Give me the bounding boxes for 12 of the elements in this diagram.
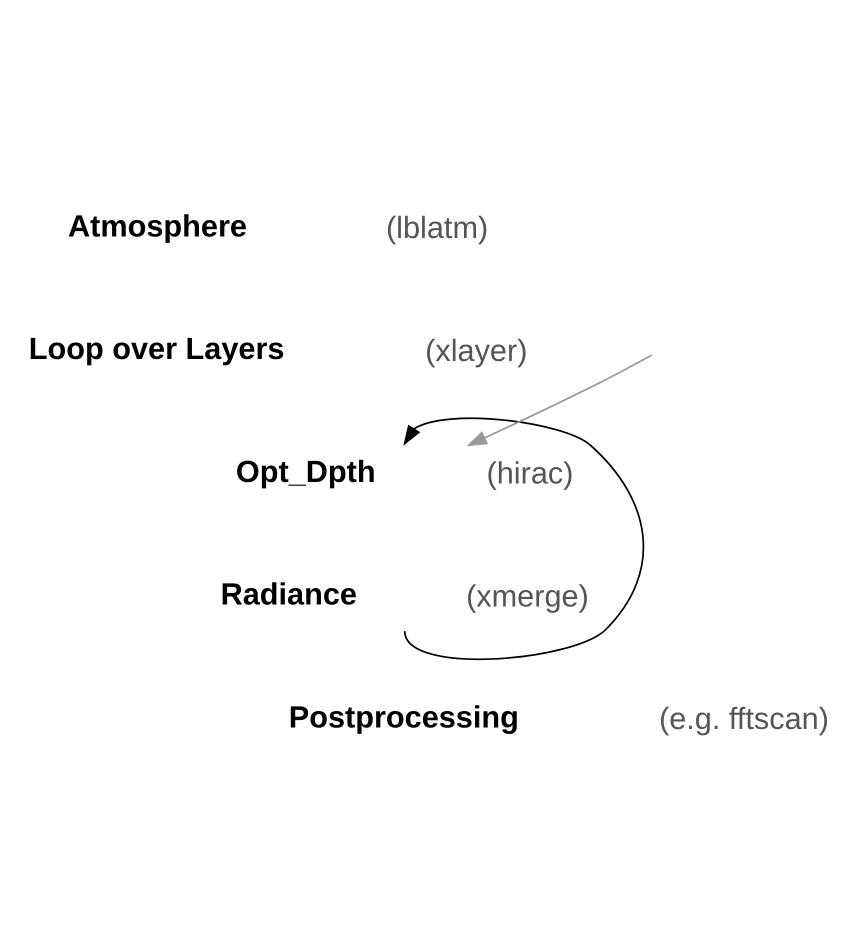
node-label: (xmerge) (466, 578, 589, 613)
node-text: Radiance (220, 576, 357, 612)
label: (e.g. fftscan) (659, 700, 829, 736)
node-label: (hirac) (486, 455, 574, 490)
label: Postprocessing (288, 698, 519, 734)
label: (lblatm) (386, 210, 488, 245)
arrow (466, 354, 652, 446)
arrow (403, 416, 644, 660)
label: Loop over Layers (28, 330, 284, 366)
label: (xlayer) (425, 332, 528, 368)
node-text: Opt_Dpth (236, 453, 376, 488)
label: Atmosphere (68, 208, 247, 243)
